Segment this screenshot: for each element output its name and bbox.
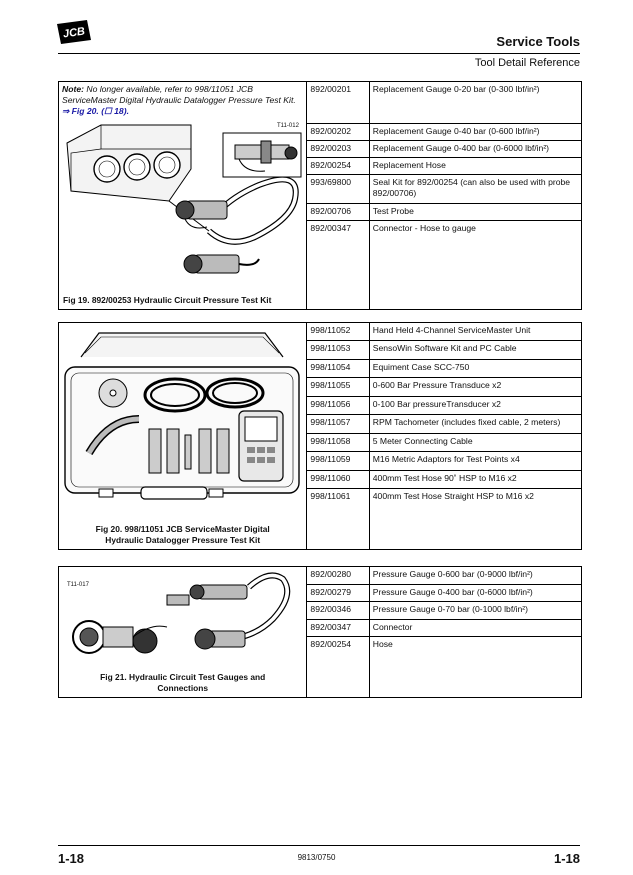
- jcb-logo: JCB: [57, 20, 91, 44]
- page-number-right: 1-18: [553, 851, 580, 866]
- figure-reference: T11-012: [277, 123, 299, 129]
- part-description: SensoWin Software Kit and PC Cable: [368, 340, 583, 360]
- part-number: 892/00203: [306, 140, 370, 159]
- part-description: Equiment Case SCC-750: [368, 358, 583, 379]
- fig21-illustration: T11-017: [59, 567, 306, 697]
- datalogger-kit-drawing: [64, 332, 300, 500]
- part-description: 0-600 Bar Pressure Transduce x2: [368, 377, 583, 397]
- part-description: Replacement Gauge 0-400 bar (0-6000 lbf/…: [368, 140, 583, 159]
- header-divider: [58, 53, 580, 54]
- part-description: 400mm Test Hose Straight HSP to M16 x2: [368, 488, 583, 550]
- page-section-title: Service Tools: [496, 34, 580, 49]
- part-number: 892/00254: [306, 157, 370, 176]
- document-number: 9813/0750: [297, 853, 336, 862]
- footer-divider: [58, 845, 580, 846]
- part-number: 892/00201: [306, 81, 370, 124]
- part-description: Pressure Gauge 0-400 bar (0-6000 lbf/in²…: [368, 583, 583, 602]
- part-description: Replacement Hose: [368, 157, 583, 176]
- part-number: 998/11055: [306, 377, 370, 397]
- part-number: 892/00279: [306, 583, 370, 602]
- part-number: 892/00254: [306, 636, 370, 698]
- part-number: 998/11059: [306, 451, 370, 471]
- part-description: Connector - Hose to gauge: [368, 220, 583, 310]
- part-description: Test Probe: [368, 202, 583, 222]
- part-number: 998/11056: [306, 395, 370, 416]
- svg-text:JCB: JCB: [62, 26, 86, 41]
- figure-cell: Note: No longer available, refer to 998/…: [57, 81, 308, 310]
- tool-table-fig19: Note: No longer available, refer to 998/…: [57, 81, 583, 310]
- fig21-caption: Fig 21. Hydraulic Circuit Test Gauges an…: [100, 672, 266, 693]
- fig19-caption: Fig 19. 892/00253 Hydraulic Circuit Pres…: [63, 295, 272, 305]
- part-number: 998/11061: [306, 488, 370, 550]
- part-description: Pressure Gauge 0-600 bar (0-9000 lbf/in²…: [368, 566, 583, 585]
- figure-reference: T11-017: [67, 582, 89, 588]
- page-number-left: 1-18: [58, 851, 85, 866]
- part-description: 5 Meter Connecting Cable: [368, 432, 583, 453]
- part-number: 892/00202: [306, 122, 370, 142]
- part-number: 998/11057: [306, 414, 370, 434]
- part-description: 0-100 Bar pressureTransducer x2: [368, 395, 583, 416]
- fig20-link[interactable]: ⇒ Fig 20. (☐ 18).: [62, 106, 129, 116]
- part-number: 892/00347: [306, 618, 370, 637]
- part-number: 998/11054: [306, 358, 370, 379]
- pressure-test-kit-drawing: [66, 124, 302, 274]
- test-gauges-drawing: [72, 572, 291, 654]
- part-number: 892/00347: [306, 220, 370, 310]
- part-description: 400mm Test Hose 90˚ HSP to M16 x2: [368, 469, 583, 489]
- tool-table-fig21: T11-017: [57, 566, 583, 698]
- part-description: Connector: [368, 618, 583, 637]
- part-description: M16 Metric Adaptors for Test Points x4: [368, 451, 583, 471]
- part-number: 998/11058: [306, 432, 370, 453]
- part-number: 998/11060: [306, 469, 370, 489]
- fig19-illustration: T11-012: [59, 119, 306, 309]
- part-number: 998/11053: [306, 340, 370, 360]
- part-description: Pressure Gauge 0-70 bar (0-1000 lbf/in²): [368, 601, 583, 620]
- part-description: Replacement Gauge 0-40 bar (0-600 lbf/in…: [368, 122, 583, 142]
- fig20-caption: Fig 20. 998/11051 JCB ServiceMaster Digi…: [95, 524, 270, 545]
- part-description: Hand Held 4-Channel ServiceMaster Unit: [368, 321, 583, 342]
- part-number: 998/11052: [306, 321, 370, 342]
- part-description: Replacement Gauge 0-20 bar (0-300 lbf/in…: [368, 81, 583, 124]
- part-number: 892/00706: [306, 202, 370, 222]
- part-description: Hose: [368, 636, 583, 698]
- figure-cell: Fig 20. 998/11051 JCB ServiceMaster Digi…: [57, 322, 308, 550]
- note-text: Note: No longer available, refer to 998/…: [62, 84, 296, 116]
- page-subtitle: Tool Detail Reference: [474, 57, 580, 69]
- part-description: RPM Tachometer (includes fixed cable, 2 …: [368, 414, 583, 434]
- fig20-illustration: Fig 20. 998/11051 JCB ServiceMaster Digi…: [59, 323, 306, 549]
- part-number: 892/00280: [306, 566, 370, 585]
- part-number: 993/69800: [306, 174, 370, 204]
- figure-cell: T11-017: [57, 566, 308, 698]
- tool-table-fig20: Fig 20. 998/11051 JCB ServiceMaster Digi…: [57, 321, 583, 550]
- part-number: 892/00346: [306, 601, 370, 620]
- part-description: Seal Kit for 892/00254 (can also be used…: [368, 174, 583, 204]
